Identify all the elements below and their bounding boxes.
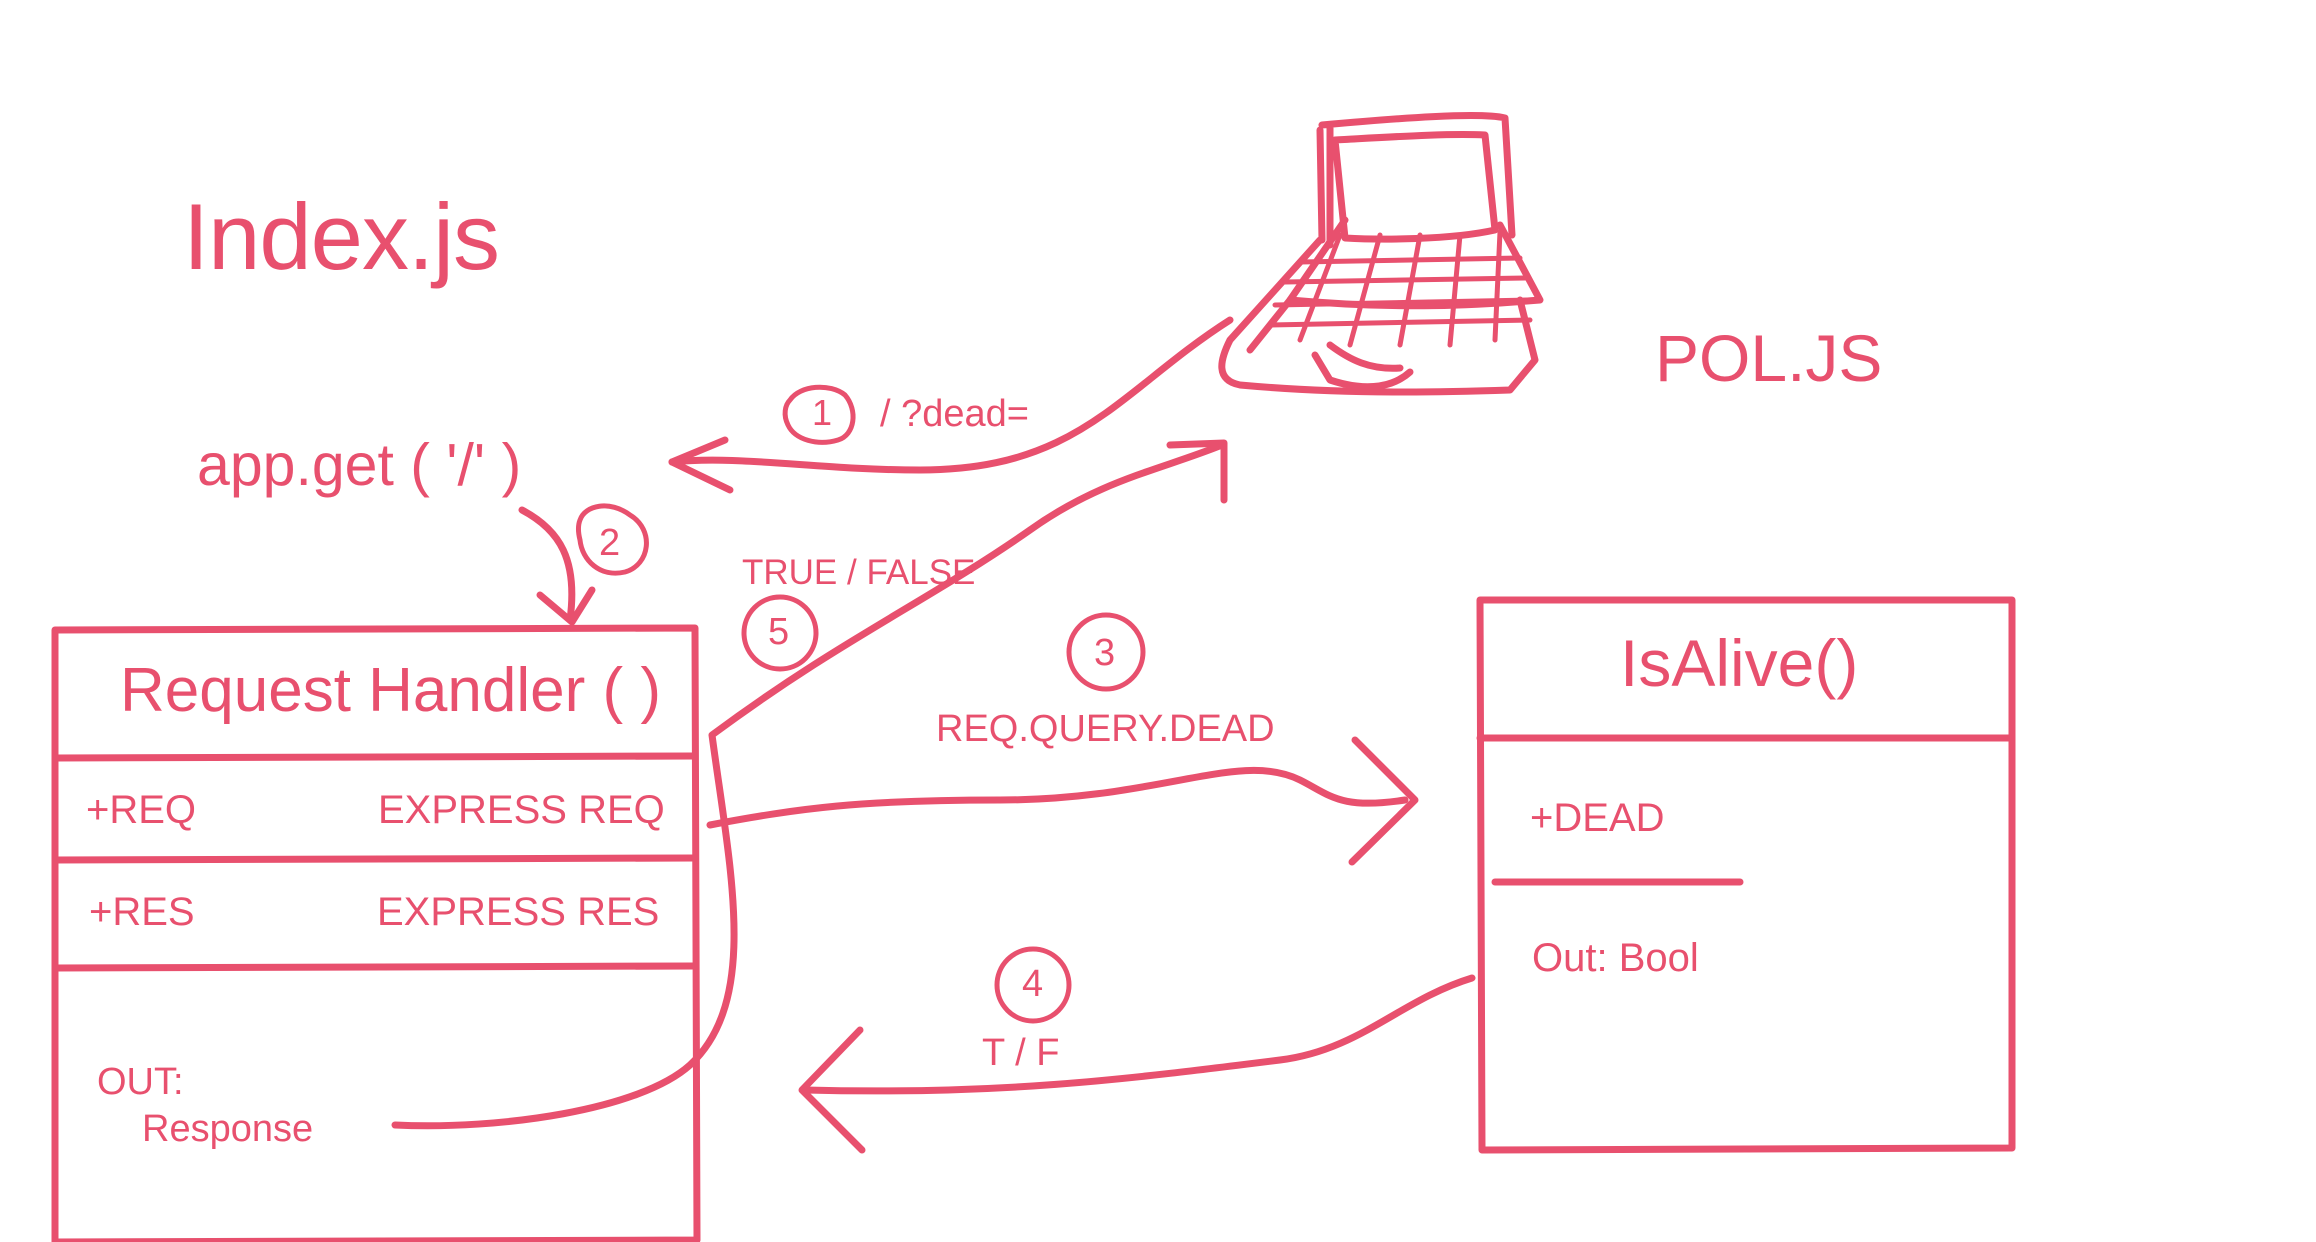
request-handler-title: Request Handler ( ) (120, 656, 662, 725)
rh-res-name: +RES (89, 890, 195, 934)
arrow-step-5 (391, 441, 1226, 1130)
step-2-number: 2 (599, 522, 621, 564)
step-4-label: T / F (982, 1032, 1060, 1074)
arrows (391, 316, 1476, 1154)
rh-res-type: EXPRESS RES (377, 890, 660, 934)
arrow-step-3 (706, 766, 1409, 829)
is-alive-out: Out: Bool (1532, 936, 1699, 980)
step-2-circle (576, 503, 649, 576)
step-4-number: 4 (1022, 963, 1044, 1005)
request-handler-box (51, 624, 701, 1242)
step-5-circle (741, 594, 819, 672)
rh-out-value: Response (142, 1108, 314, 1150)
step-circles (576, 384, 1146, 1024)
is-alive-title: IsAlive() (1620, 626, 1859, 700)
rh-req-type: EXPRESS REQ (378, 788, 665, 832)
rh-req-name: +REQ (86, 788, 197, 832)
step-1-circle (782, 384, 856, 445)
step-1-label: / ?dead= (880, 393, 1029, 435)
arrow-step-4 (801, 974, 1476, 1095)
step-1-number: 1 (812, 392, 833, 433)
step-3-label: REQ.QUERY.DEAD (936, 708, 1275, 750)
step-5-label: TRUE / FALSE (742, 553, 976, 592)
is-alive-param: +DEAD (1530, 796, 1665, 840)
laptop-icon (1218, 112, 1544, 396)
file-title: Index.js (183, 184, 500, 289)
step-3-number: 3 (1094, 632, 1116, 674)
step-3-circle (1066, 612, 1146, 692)
rh-row-divider-2 (51, 962, 699, 972)
arrow-step-1-head (668, 436, 734, 494)
client-title: POL.JS (1655, 321, 1883, 395)
arrow-step-5-head (1166, 439, 1228, 504)
rh-out-label: OUT: (97, 1061, 184, 1103)
arrow-step-3-head (1348, 736, 1419, 866)
step-5-number: 5 (768, 611, 790, 653)
arrow-step-2 (518, 506, 576, 624)
arrow-step-1 (668, 316, 1234, 474)
arrow-step-4-head (798, 1026, 866, 1154)
step-4-circle (994, 946, 1072, 1024)
is-alive-box (1476, 596, 2016, 1154)
arrow-step-2-head (536, 586, 596, 626)
rh-row-divider-1 (51, 854, 699, 864)
rh-title-divider (51, 752, 699, 762)
route-label: app.get ( '/' ) (197, 432, 522, 498)
